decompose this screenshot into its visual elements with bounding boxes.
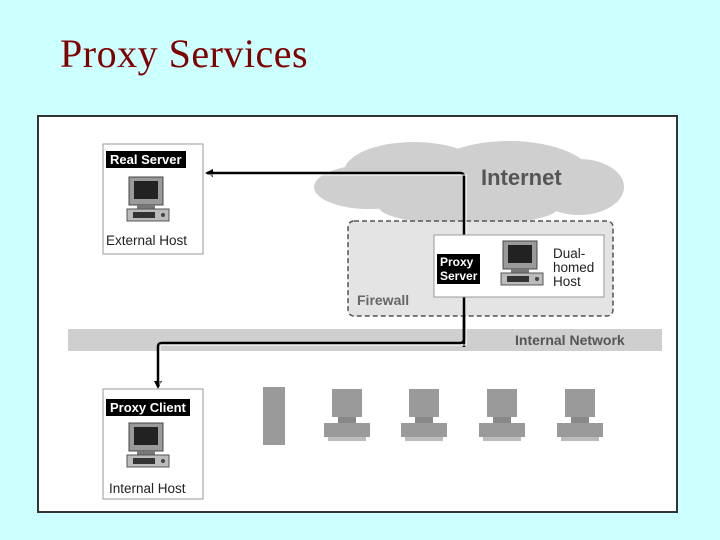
real-server-label: Real Server (106, 151, 186, 168)
diagram-graphics (68, 141, 662, 500)
internal-network-hosts (263, 387, 603, 445)
proxy-diagram: Internet Firewall Internal Network Real … (37, 115, 678, 513)
proxy-server-label-line2: Server (440, 269, 478, 283)
real-server-computer (126, 176, 170, 222)
dual-homed-line2: homed (553, 260, 595, 275)
connection-highlights (159, 174, 467, 385)
external-host-label: External Host (106, 233, 188, 248)
proxy-server-label: Proxy Server (437, 254, 481, 284)
slide-title: Proxy Services (60, 31, 309, 76)
internet-label: Internet (481, 165, 562, 190)
proxy-server-label-line1: Proxy (440, 255, 474, 269)
proxy-client-computer (126, 422, 170, 468)
internal-host-label: Internal Host (109, 481, 186, 496)
dual-homed-line3: Host (553, 274, 581, 289)
internal-network-label: Internal Network (515, 332, 625, 348)
dual-homed-host-label: Dual- homed Host (553, 247, 594, 289)
proxy-server-computer (500, 240, 544, 286)
firewall-label: Firewall (357, 292, 410, 308)
internet-cloud (314, 141, 624, 225)
dual-homed-line1: Dual- (553, 246, 586, 261)
proxy-client-label: Proxy Client (106, 399, 190, 416)
